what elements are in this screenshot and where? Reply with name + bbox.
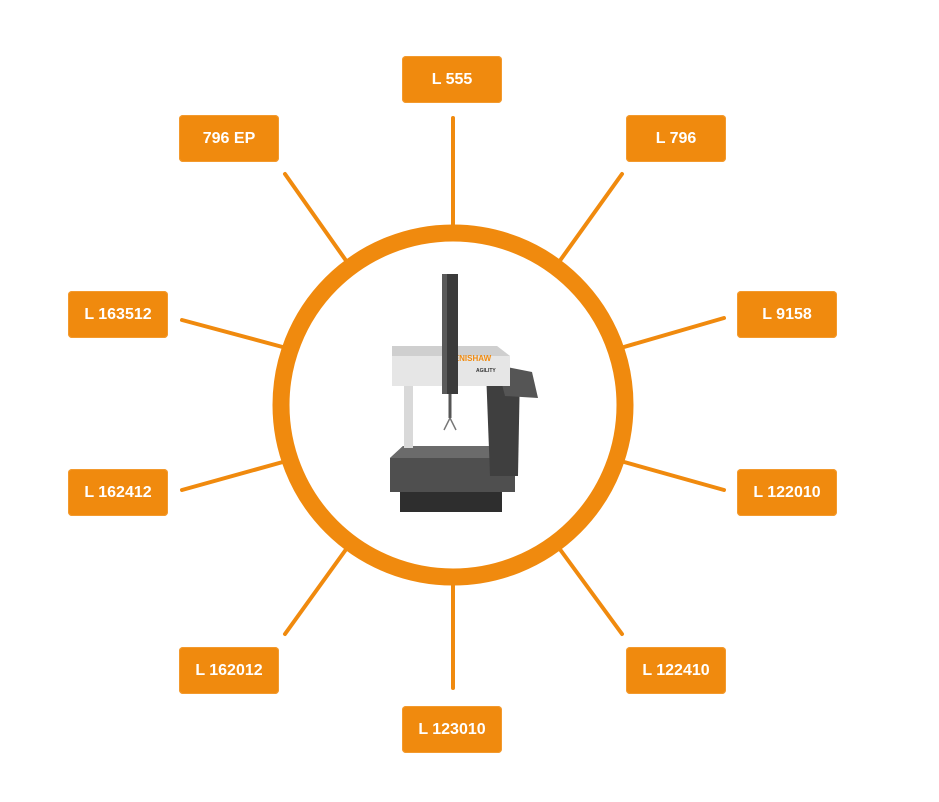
cmm-machine-icon: RENISHAW AGILITY — [390, 274, 538, 512]
model-label-l122410[interactable]: L 122410 — [626, 647, 726, 694]
model-label-l123010[interactable]: L 123010 — [402, 706, 502, 753]
model-label-l9158[interactable]: L 9158 — [737, 291, 837, 338]
model-label-l162412[interactable]: L 162412 — [68, 469, 168, 516]
model-label-l163512[interactable]: L 163512 — [68, 291, 168, 338]
connector-bottom-left — [283, 546, 349, 636]
center-ring — [272, 224, 634, 586]
brand-text: RENISHAW — [448, 354, 492, 363]
model-label-l796[interactable]: L 796 — [626, 115, 726, 162]
model-label-l122010[interactable]: L 122010 — [737, 469, 837, 516]
model-text: AGILITY — [476, 368, 496, 374]
connector-right-upper — [615, 316, 726, 351]
model-label-l162012[interactable]: L 162012 — [179, 647, 279, 694]
connector-left-upper — [180, 318, 292, 351]
model-label-l555[interactable]: L 555 — [402, 56, 502, 103]
connector-lines — [180, 116, 726, 690]
connector-left-lower — [180, 458, 292, 492]
connector-right-lower — [615, 458, 726, 492]
model-label-796ep[interactable]: 796 EP — [179, 115, 279, 162]
connector-top-left — [283, 172, 349, 264]
connector-top-right — [557, 172, 624, 264]
connector-bottom-right — [557, 546, 624, 636]
